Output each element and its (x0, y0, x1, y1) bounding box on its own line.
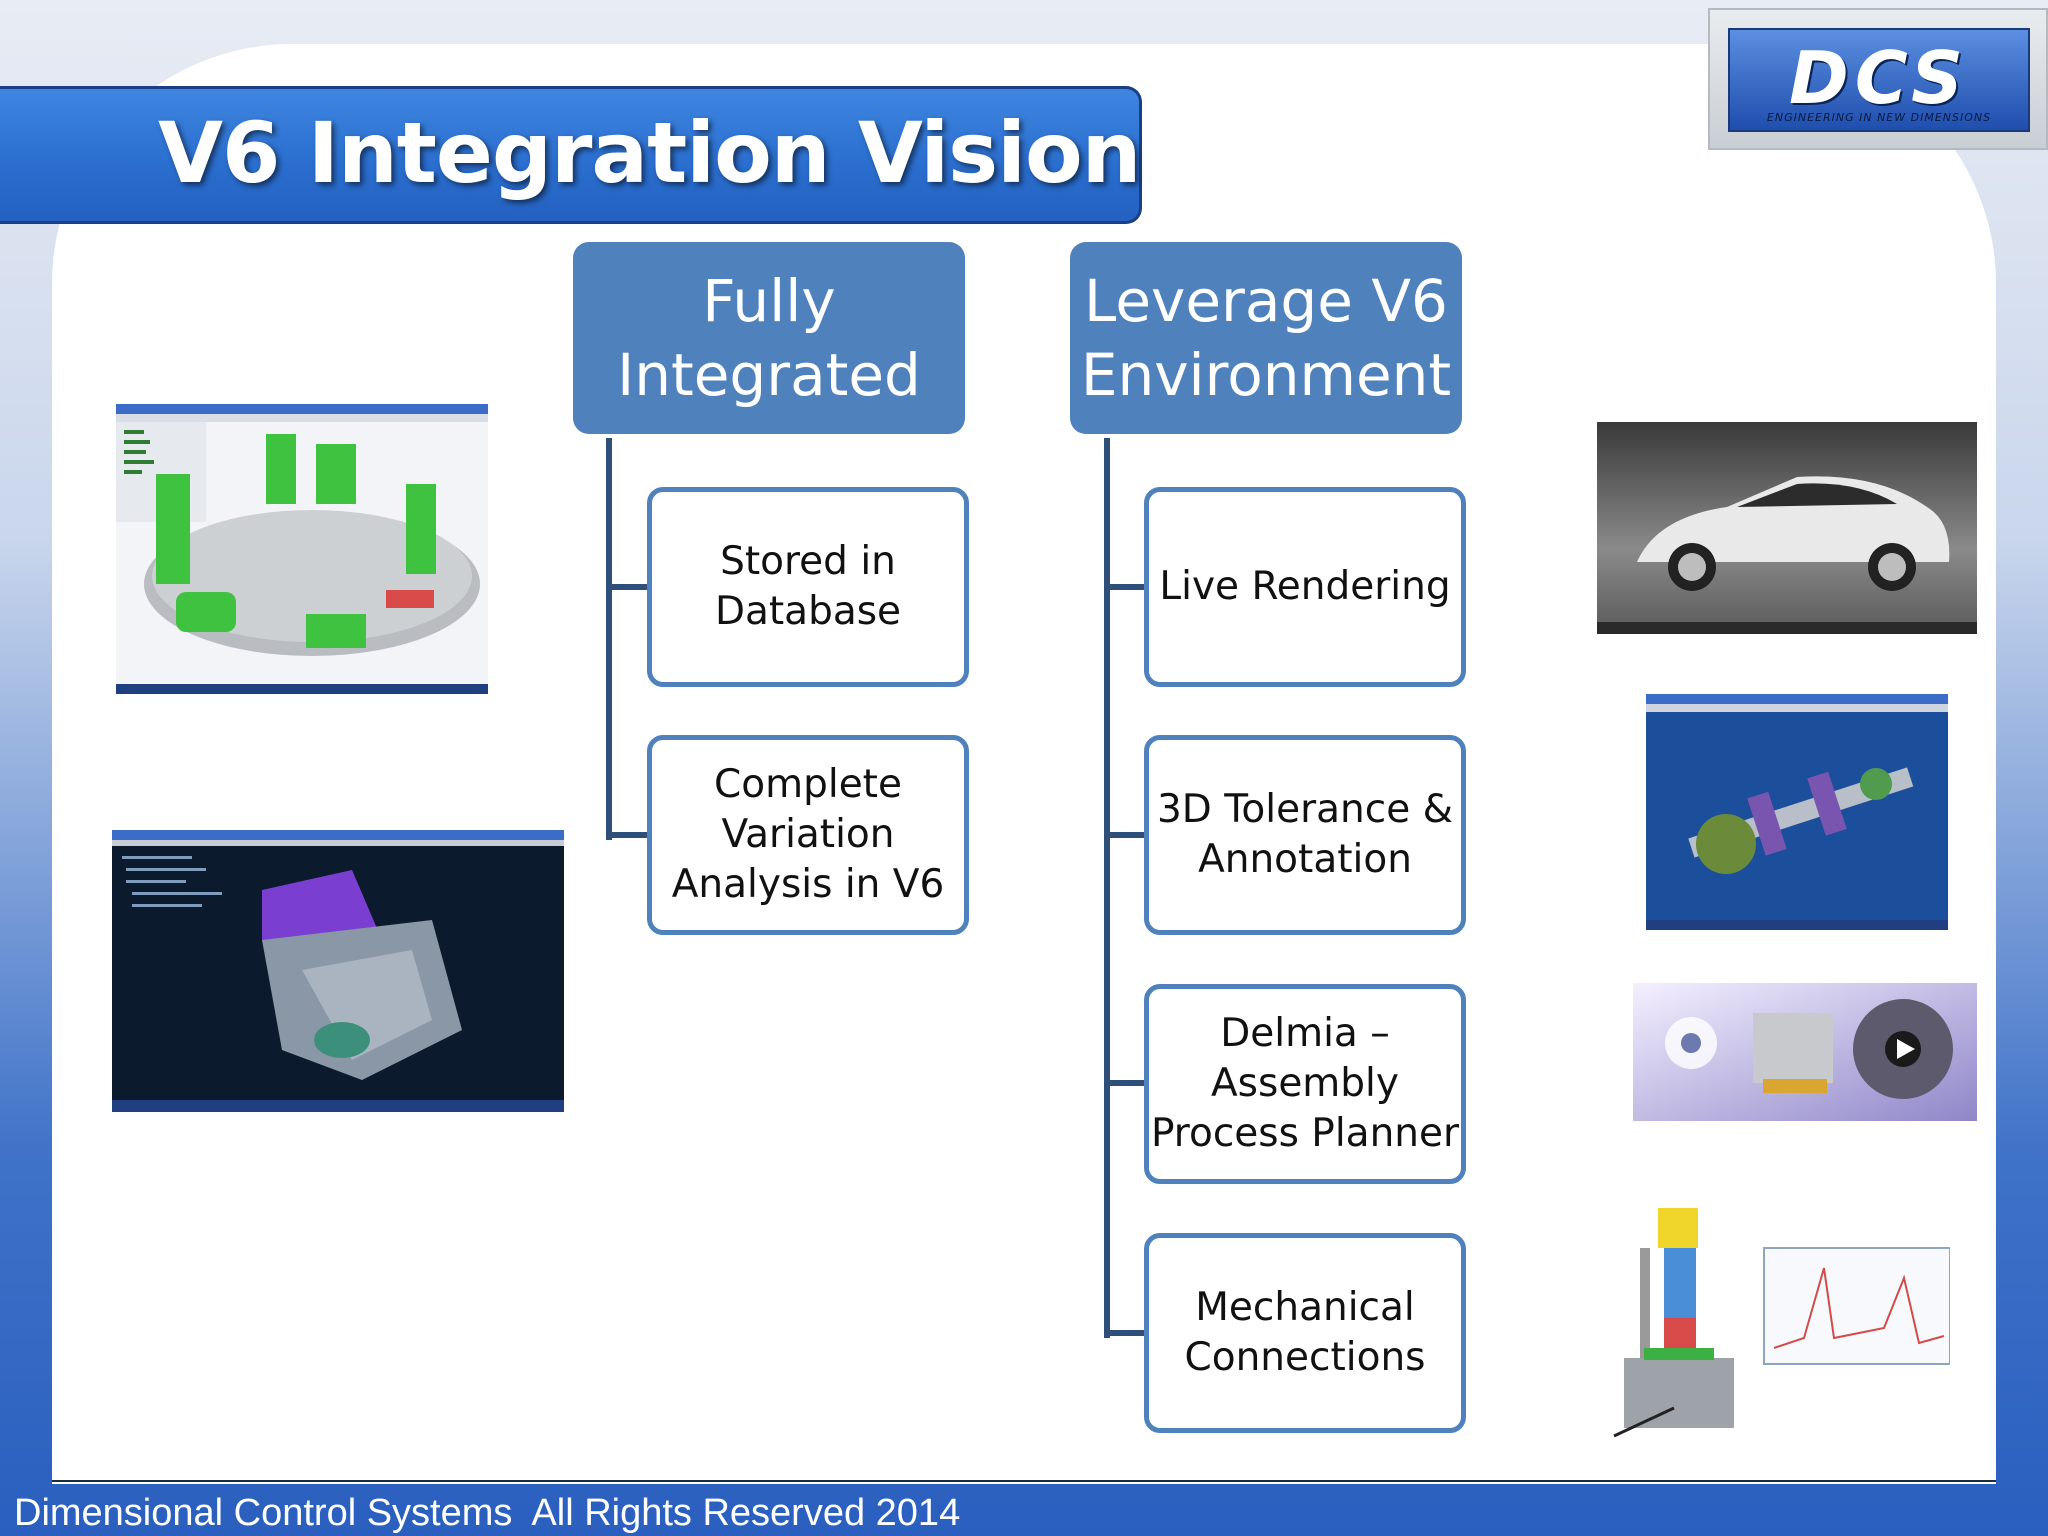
logo-word: DCS (1789, 36, 1969, 120)
header-leverage-v6: Leverage V6 Environment (1070, 242, 1462, 434)
connector-left-branch-1 (606, 584, 648, 590)
connector-right-branch-3 (1104, 1080, 1146, 1086)
header-fully-integrated: Fully Integrated (573, 242, 965, 434)
fixture-screenshot-image (116, 404, 488, 694)
connector-right-branch-1 (1104, 584, 1146, 590)
item-3d-tolerance-annotation: 3D Tolerance & Annotation (1144, 735, 1466, 935)
item-delmia-assembly-planner: Delmia – Assembly Process Planner (1144, 984, 1466, 1184)
dcs-logo: DCS ENGINEERING IN NEW DIMENSIONS (1708, 8, 2048, 150)
logo-badge: DCS ENGINEERING IN NEW DIMENSIONS (1728, 28, 2030, 132)
engine-block-screenshot-image (112, 830, 564, 1112)
item-complete-variation-analysis: Complete Variation Analysis in V6 (647, 735, 969, 935)
connector-right-vertical (1104, 438, 1110, 1338)
car-rendering-image (1597, 422, 1977, 634)
connector-left-vertical (606, 438, 612, 840)
connector-left-branch-2 (606, 832, 648, 838)
title-bar (0, 86, 1142, 224)
mechanical-connections-image (1604, 1208, 1950, 1440)
item-mechanical-connections: Mechanical Connections (1144, 1233, 1466, 1433)
crankshaft-screenshot-image (1646, 694, 1948, 930)
item-stored-in-database: Stored in Database (647, 487, 969, 687)
slide-title: V6 Integration Vision (158, 104, 1141, 202)
footer-divider (52, 1480, 1996, 1482)
process-planner-image (1633, 983, 1977, 1121)
footer-copyright: Dimensional Control Systems All Rights R… (14, 1492, 961, 1534)
connector-right-branch-4 (1104, 1330, 1146, 1336)
item-live-rendering: Live Rendering (1144, 487, 1466, 687)
connector-right-branch-2 (1104, 832, 1146, 838)
logo-tagline: ENGINEERING IN NEW DIMENSIONS (1766, 111, 1992, 124)
